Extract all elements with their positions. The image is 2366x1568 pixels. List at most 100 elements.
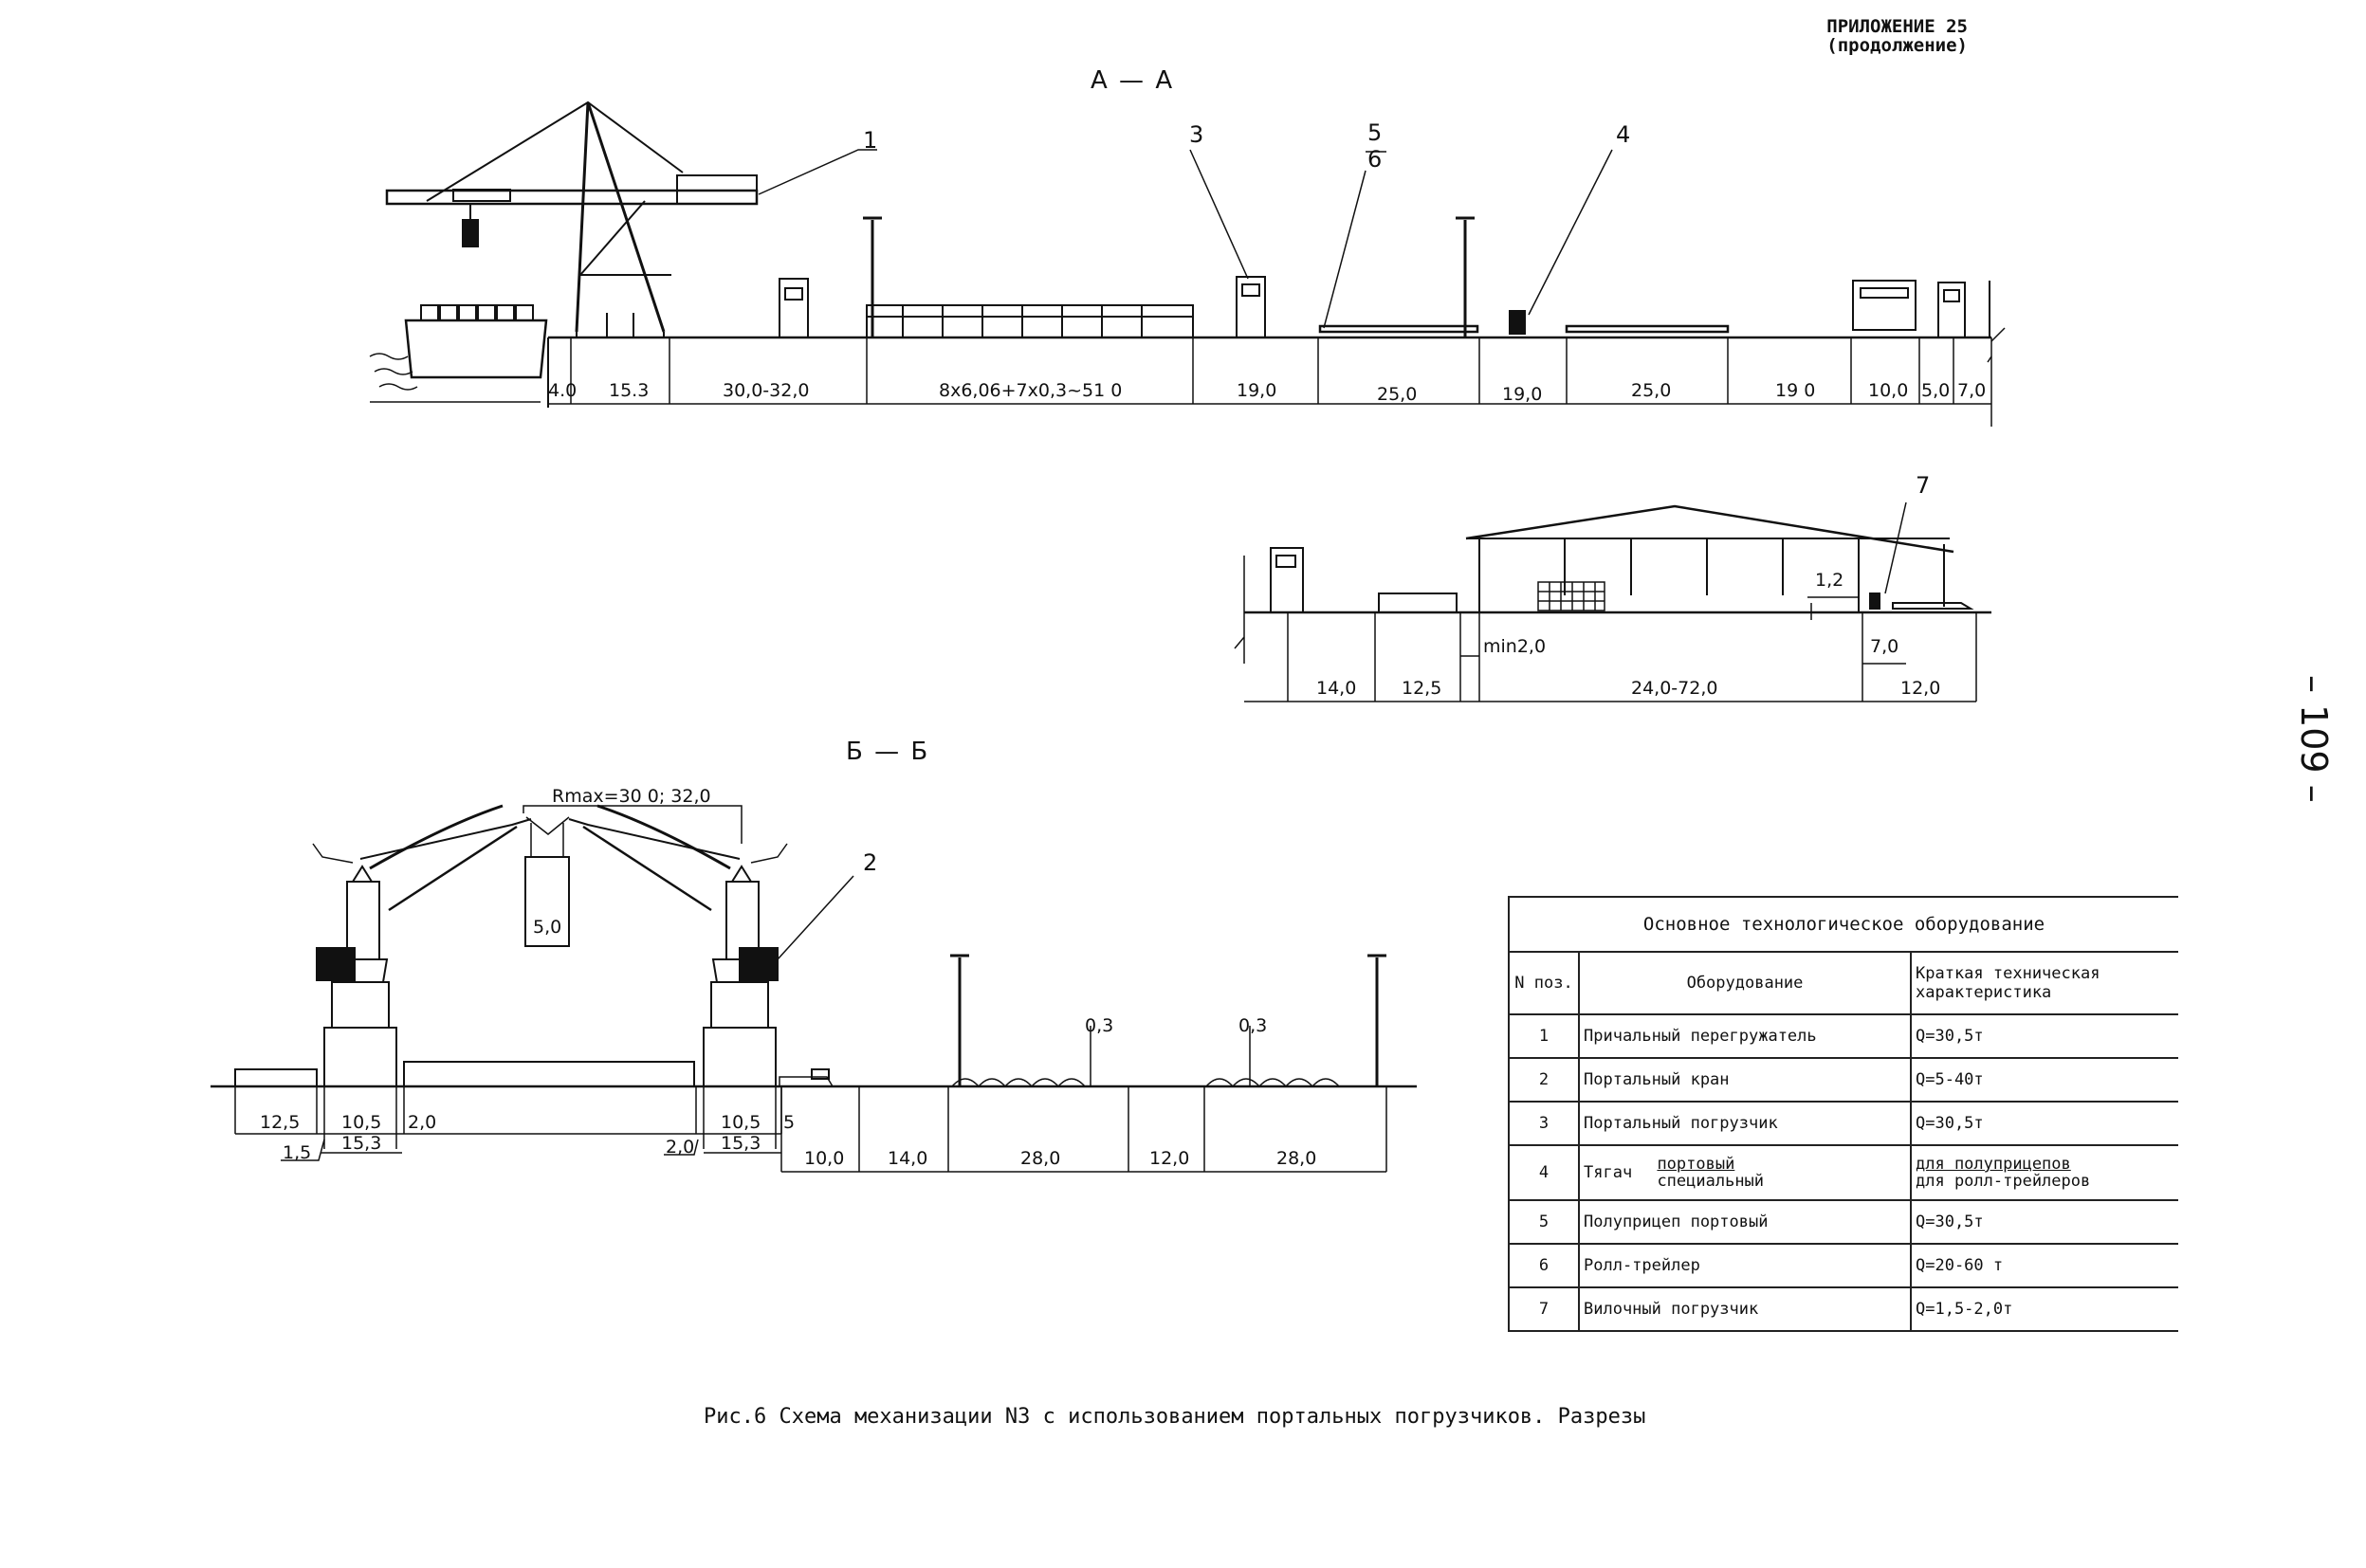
dim-aa-3: 8x6,06+7x0,3~51 0 [939, 380, 1122, 401]
equipment-table: Основное технологическое оборудование N … [1508, 896, 2178, 1332]
tractor-label: Тягач [1584, 1163, 1633, 1182]
row-num: 6 [1508, 1243, 1580, 1288]
tractor-sub2: специальный [1657, 1172, 1765, 1191]
note-1-2: 1,2 [1815, 570, 1843, 591]
row-equipment: Портальный кран [1578, 1057, 1912, 1103]
warehouse [1465, 504, 1974, 612]
col-num-header: N поз. [1508, 951, 1580, 1015]
callout-5: 5 [1367, 119, 1382, 146]
appendix-header: ПРИЛОЖЕНИЕ 25 (продолжение) [1826, 17, 1968, 55]
dim-aa-2: 30,0-32,0 [723, 380, 809, 401]
row-equipment: Вилочный погрузчик [1578, 1286, 1912, 1332]
container-lower [1378, 593, 1458, 613]
row-num: 5 [1508, 1199, 1580, 1245]
bb-dim-u0: 12,5 [260, 1112, 300, 1133]
dim-aa-5: 25,0 [1377, 384, 1417, 405]
dim-aa-6: 19,0 [1502, 384, 1542, 405]
dim-aal-1: 12,5 [1402, 678, 1441, 699]
dim-aa-1: 15.3 [609, 380, 649, 401]
dim-aa-9: 10,0 [1868, 380, 1908, 401]
row-num: 7 [1508, 1286, 1580, 1332]
row-num: 4 [1508, 1144, 1580, 1201]
spec-sub2: для ролл-трейлеров [1916, 1172, 2091, 1191]
row-num: 1 [1508, 1013, 1580, 1059]
bb-dim-u3: 10,5 [721, 1112, 761, 1133]
section-bb-drawing: 5,0 Rmax=30 0; 32,0 0,3 0,3 12,5 10,5 2,… [211, 786, 1417, 1173]
appendix-line1: ПРИЛОЖЕНИЕ 25 [1826, 16, 1968, 37]
row-spec: Q=30,5т [1910, 1013, 2178, 1059]
equipment-table-title: Основное технологическое оборудование [1508, 896, 2178, 953]
bb-dim-u4: 5 [783, 1112, 795, 1133]
callout-3: 3 [1189, 121, 1203, 148]
lamp-posts [863, 216, 1475, 337]
portal-crane-right [568, 804, 788, 1087]
row-equipment: Причальный перегружатель [1578, 1013, 1912, 1059]
row-spec: для полуприцепов для ролл-трейлеров [1910, 1144, 2178, 1201]
tractor-4 [1509, 310, 1526, 335]
portal-crane-left [312, 804, 532, 1087]
spec-sub1: для полуприцепов [1916, 1155, 2071, 1174]
col-equipment-header: Оборудование [1578, 951, 1912, 1015]
col-spec-header: Краткая техническая характеристика [1910, 951, 2178, 1015]
row-equipment: Полуприцеп портовый [1578, 1199, 1912, 1245]
bb-dim-u2: 2,0 [408, 1112, 436, 1133]
row-equipment: Тягач портовый специальный [1578, 1144, 1912, 1201]
bb-dim-l1: 15,3 [341, 1133, 381, 1154]
bb-dim-l3: 15,3 [721, 1133, 761, 1154]
callout-6: 6 [1367, 146, 1382, 173]
bb-dim-u1: 10,5 [341, 1112, 381, 1133]
pallet-stack [1537, 581, 1605, 611]
dim-aa-10: 5,0 [1921, 380, 1950, 401]
appendix-line2: (продолжение) [1826, 35, 1968, 56]
section-bb-title: Б — Б [846, 738, 930, 766]
straddle-carrier-left [779, 278, 809, 338]
table-row: 3 Портальный погрузчик Q=30,5т [1508, 1101, 2178, 1146]
row-equipment: Ролл-трейлер [1578, 1243, 1912, 1288]
note-min2: min2,0 [1483, 636, 1546, 657]
straddle-carriers-right [1852, 280, 1990, 338]
row-spec: Q=30,5т [1910, 1101, 2178, 1146]
dim-aa-7: 25,0 [1631, 380, 1671, 401]
row-num: 3 [1508, 1101, 1580, 1146]
note-7-0: 7,0 [1870, 636, 1898, 657]
portal-loader-3 [1236, 276, 1266, 338]
bb-dim-r4: 28,0 [1276, 1148, 1316, 1169]
section-aa-lower-drawing: 14,0 12,5 24,0-72,0 12,0 1,2 min2,0 7,0 … [1234, 472, 1991, 702]
section-aa-drawing: 4.0 15.3 30,0-32,0 8x6,06+7x0,3~51 0 19,… [369, 100, 2006, 427]
bb-rmax: Rmax=30 0; 32,0 [552, 786, 711, 807]
dim-aal-2: 24,0-72,0 [1631, 678, 1717, 699]
table-row: 2 Портальный кран Q=5-40т [1508, 1057, 2178, 1103]
dim-aa-0: 4.0 [548, 380, 577, 401]
dim-aal-3: 12,0 [1900, 678, 1940, 699]
dim-aa-8: 19 0 [1775, 380, 1815, 401]
bb-load: 5,0 [533, 917, 561, 938]
container-stack [866, 304, 1194, 338]
table-row: 6 Ролл-трейлер Q=20-60 т [1508, 1243, 2178, 1288]
dim-aa-4: 19,0 [1237, 380, 1276, 401]
callouts-aa: 1 3 5 6 4 [758, 119, 1630, 329]
semitrailer [1318, 324, 1479, 334]
callout-4: 4 [1616, 121, 1630, 148]
table-row: 5 Полуприцеп портовый Q=30,5т [1508, 1199, 2178, 1245]
callout-7: 7 [1916, 472, 1930, 499]
row-num: 2 [1508, 1057, 1580, 1103]
tractor-sub1: портовый [1657, 1155, 1735, 1174]
bb-dim-r3: 12,0 [1149, 1148, 1189, 1169]
section-aa-title: А — А [1091, 66, 1175, 95]
figure-caption: Рис.6 Схема механизации N3 с использован… [704, 1405, 1646, 1429]
bb-height-1: 0,3 [1238, 1015, 1267, 1036]
callout-2: 2 [863, 849, 877, 876]
dim-aal-0: 14,0 [1316, 678, 1356, 699]
row-spec: Q=1,5-2,0т [1910, 1286, 2178, 1332]
row-spec: Q=20-60 т [1910, 1243, 2178, 1288]
row-spec: Q=30,5т [1910, 1199, 2178, 1245]
bb-dim-r1: 14,0 [888, 1148, 927, 1169]
bb-height-0: 0,3 [1085, 1015, 1113, 1036]
straddle-carrier-lower [1270, 547, 1304, 613]
sts-crane [385, 100, 759, 337]
bb-dim-r2: 28,0 [1020, 1148, 1060, 1169]
table-row: 4 Тягач портовый специальный для полупри… [1508, 1144, 2178, 1201]
callout-1: 1 [863, 127, 877, 154]
forklift-7 [1869, 593, 1880, 610]
